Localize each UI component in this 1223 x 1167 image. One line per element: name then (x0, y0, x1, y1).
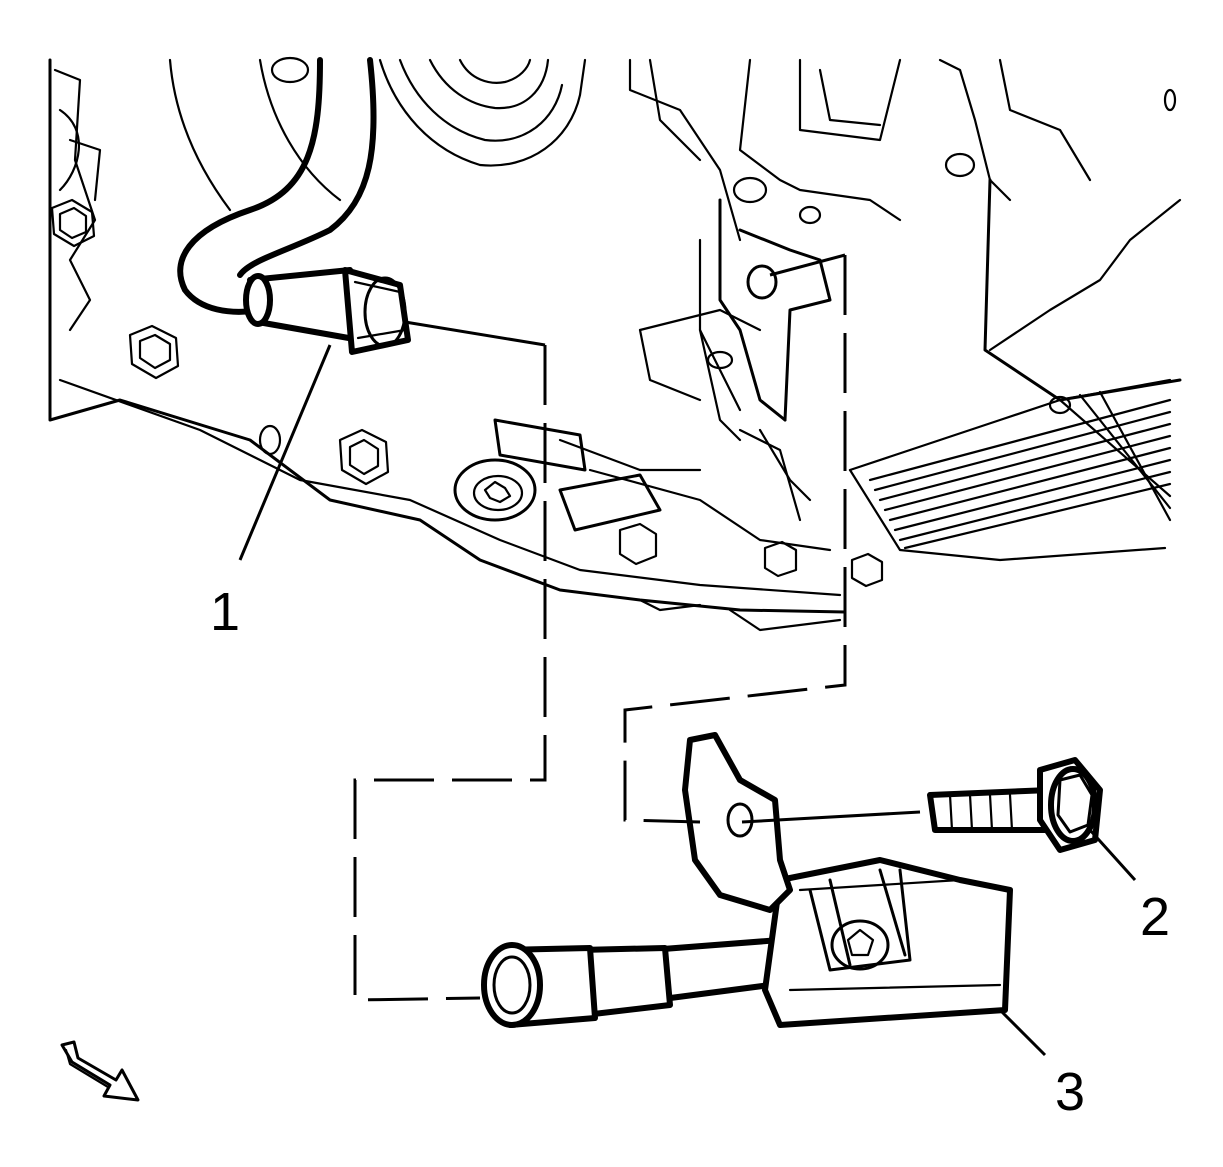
part-3-harness-with-clip (481, 857, 1013, 1028)
housing-torx-screw (453, 458, 537, 522)
housing-bolt-d (618, 522, 658, 566)
housing-bolt-c (338, 428, 390, 486)
callout-1-label: 1 (210, 582, 240, 642)
oil-pan-ribs (868, 390, 1172, 550)
housing-bolts (50, 198, 884, 588)
callout-leaders (238, 344, 1137, 1057)
housing-bolt-e (763, 540, 798, 578)
housing-bolt-b (128, 324, 180, 380)
alignment-lines (353, 253, 921, 1002)
housing-connector (493, 418, 662, 532)
view-direction-arrow-icon (60, 1040, 140, 1102)
part-2-bolt (927, 757, 1103, 853)
transmission-housing (48, 56, 1182, 632)
housing-bolt-a (50, 198, 96, 248)
part-1-harness-connector-installed (177, 57, 411, 355)
housing-bolt-f (850, 552, 884, 588)
callout-3-label: 3 (1055, 1062, 1085, 1122)
mounting-bracket (682, 732, 793, 913)
callout-2-label: 2 (1140, 887, 1170, 947)
